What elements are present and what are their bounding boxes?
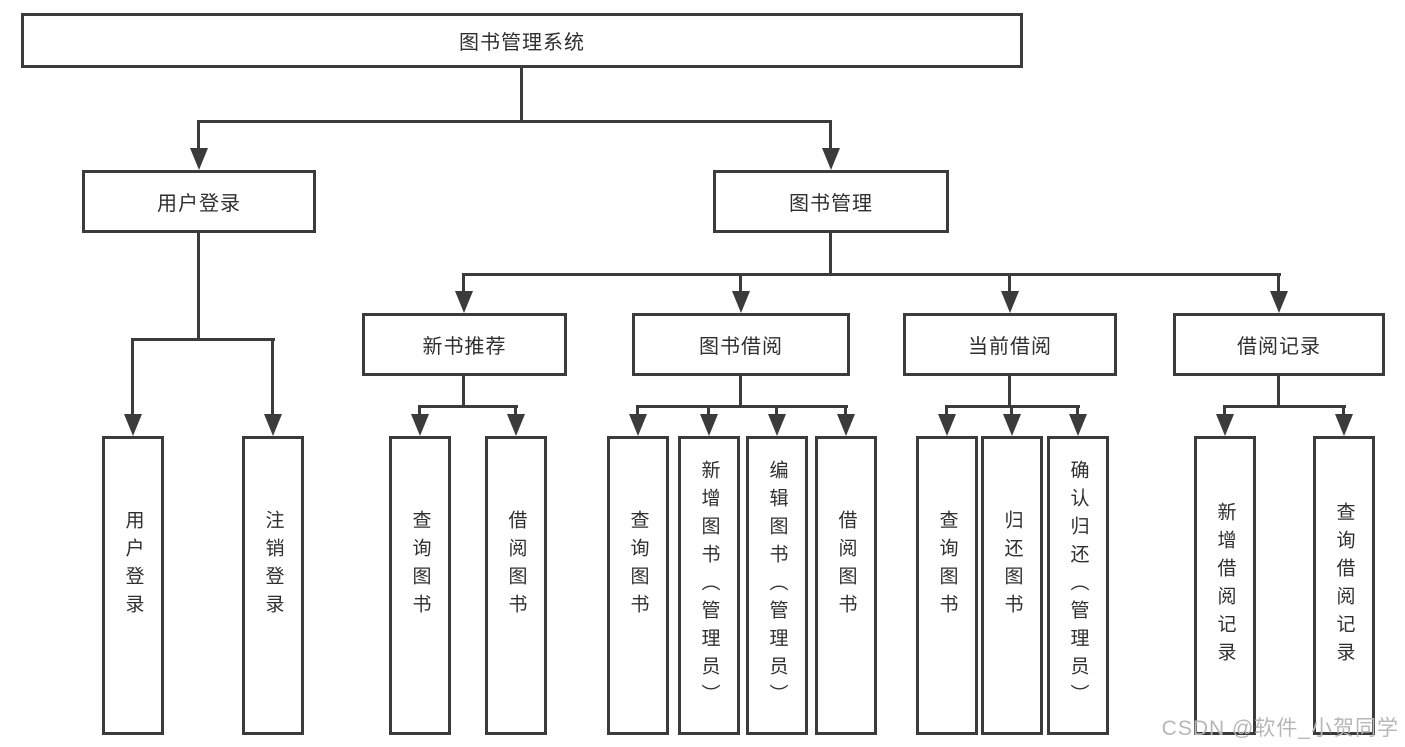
csdn-watermark: CSDN @软件_小贺同学 (1161, 717, 1399, 740)
leaf-cb-return-books-label: 归还图书 (1001, 509, 1023, 622)
node-new-book-recommend: 新书推荐 (362, 313, 567, 376)
connector-newbook-rail (418, 405, 518, 408)
connector-root-rail (197, 120, 832, 123)
node-book-borrowing: 图书借阅 (632, 313, 850, 376)
node-user-login-label: 用户登录 (157, 193, 241, 215)
arrowhead-bb-borrow (837, 414, 855, 436)
node-root: 图书管理系统 (21, 13, 1023, 68)
connector-drop-currentborrow (1008, 273, 1011, 293)
arrowhead-currentborrow (1001, 291, 1019, 313)
node-new-book-recommend-label: 新书推荐 (422, 336, 507, 358)
node-current-borrowing-label: 当前借阅 (968, 336, 1052, 358)
arrowhead-bb-edit (768, 414, 786, 436)
connector-drop-bookborrow (739, 273, 742, 293)
arrowhead-nb-query (411, 414, 429, 436)
connector-drop-borrowrecords (1277, 273, 1280, 293)
arrowhead-br-query (1335, 414, 1353, 436)
connector-drop-user-login (197, 120, 200, 150)
arrowhead-book-mgmt (822, 148, 840, 170)
node-book-management-label: 图书管理 (789, 193, 873, 215)
arrowhead-leaf-logout (264, 414, 282, 436)
connector-br-rail (1223, 405, 1346, 408)
connector-bb-stem (739, 376, 742, 405)
leaf-user-login-label: 用户登录 (122, 509, 144, 622)
arrowhead-bb-add (700, 414, 718, 436)
node-book-borrowing-label: 图书借阅 (699, 336, 783, 358)
node-book-management: 图书管理 (713, 170, 949, 233)
connector-drop-bb-borrow (844, 405, 847, 416)
leaf-br-query-record: 查询借阅记录 (1313, 436, 1375, 735)
arrowhead-newbook (455, 291, 473, 313)
arrowhead-nb-borrow (507, 414, 525, 436)
node-user-login: 用户登录 (82, 170, 316, 233)
arrowhead-borrowrecords (1270, 291, 1288, 313)
connector-bb-rail (636, 405, 848, 408)
connector-bookmgmt-rail (462, 273, 1281, 276)
leaf-cb-query-books-label: 查询图书 (936, 509, 958, 622)
connector-drop-br-query (1342, 405, 1345, 416)
leaf-logout: 注销登录 (242, 436, 304, 735)
leaf-bb-query-books: 查询图书 (607, 436, 669, 735)
leaf-bb-add-books-admin: 新增图书（管理员） (678, 436, 740, 735)
connector-drop-book-mgmt (829, 120, 832, 150)
connector-drop-bb-add (707, 405, 710, 416)
leaf-nb-query-books: 查询图书 (389, 436, 451, 735)
connector-cb-stem (1008, 376, 1011, 405)
connector-drop-cb-query (945, 405, 948, 416)
arrowhead-leaf-login (124, 414, 142, 436)
connector-drop-br-add (1223, 405, 1226, 416)
connector-br-stem (1277, 376, 1280, 405)
node-borrowing-records: 借阅记录 (1173, 313, 1385, 376)
leaf-cb-return-books: 归还图书 (981, 436, 1043, 735)
leaf-br-add-record-label: 新增借阅记录 (1214, 501, 1236, 670)
connector-newbook-stem (462, 376, 465, 405)
leaf-logout-label: 注销登录 (262, 509, 284, 622)
arrowhead-cb-return (1003, 414, 1021, 436)
node-current-borrowing: 当前借阅 (903, 313, 1117, 376)
leaf-bb-edit-books-admin-label: 编辑图书（管理员） (766, 459, 788, 712)
leaf-cb-query-books: 查询图书 (916, 436, 978, 735)
leaf-br-query-record-label: 查询借阅记录 (1333, 501, 1355, 670)
connector-drop-nb-borrow (514, 405, 517, 416)
leaf-nb-query-books-label: 查询图书 (409, 509, 431, 622)
leaf-bb-borrow-books-label: 借阅图书 (835, 509, 857, 622)
arrowhead-br-add (1216, 414, 1234, 436)
leaf-nb-borrow-books-label: 借阅图书 (505, 509, 527, 622)
leaf-nb-borrow-books: 借阅图书 (485, 436, 547, 735)
leaf-user-login: 用户登录 (102, 436, 164, 735)
connector-drop-bb-query (636, 405, 639, 416)
arrowhead-bb-query (629, 414, 647, 436)
connector-drop-bb-edit (775, 405, 778, 416)
leaf-cb-confirm-return-admin-label: 确认归还（管理员） (1067, 459, 1089, 712)
connector-drop-leaf-login (131, 338, 134, 416)
leaf-bb-edit-books-admin: 编辑图书（管理员） (746, 436, 808, 735)
connector-bookmgmt-stem (829, 233, 832, 273)
leaf-bb-add-books-admin-label: 新增图书（管理员） (698, 459, 720, 712)
arrowhead-cb-confirm (1069, 414, 1087, 436)
connector-drop-cb-return (1010, 405, 1013, 416)
leaf-bb-borrow-books: 借阅图书 (815, 436, 877, 735)
connector-drop-newbook (462, 273, 465, 293)
leaf-br-add-record: 新增借阅记录 (1194, 436, 1256, 735)
arrowhead-cb-query (938, 414, 956, 436)
connector-drop-leaf-logout (271, 338, 274, 416)
connector-drop-nb-query (418, 405, 421, 416)
node-borrowing-records-label: 借阅记录 (1237, 336, 1321, 358)
connector-userlogin-rail (131, 338, 275, 341)
leaf-cb-confirm-return-admin: 确认归还（管理员） (1047, 436, 1109, 735)
arrowhead-bookborrow (732, 291, 750, 313)
connector-root-stem (520, 68, 523, 120)
connector-drop-cb-confirm (1076, 405, 1079, 416)
arrowhead-user-login (190, 148, 208, 170)
leaf-bb-query-books-label: 查询图书 (627, 509, 649, 622)
connector-userlogin-stem (197, 233, 200, 338)
node-root-label: 图书管理系统 (459, 32, 585, 54)
